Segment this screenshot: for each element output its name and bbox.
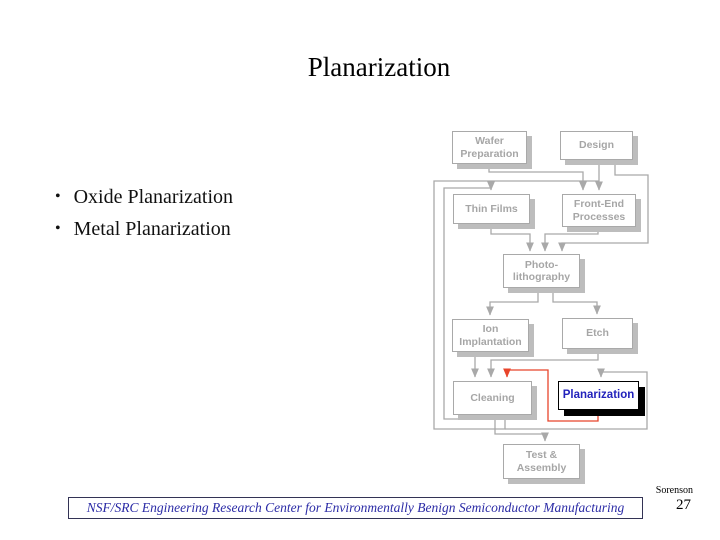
connector-loop-cleaning-to-thinfilms — [443, 181, 495, 420]
connector-design-to-photolithography — [558, 158, 649, 252]
bullet-list: • Oxide Planarization • Metal Planarizat… — [55, 186, 233, 250]
connector-waferprep-to-frontend — [488, 162, 587, 191]
flow-box-wafer-preparation: Wafer Preparation — [452, 131, 527, 164]
author-name: Sorenson — [655, 485, 693, 496]
footer-banner: NSF/SRC Engineering Research Center for … — [68, 497, 643, 519]
bullet-item: • Metal Planarization — [55, 218, 233, 250]
slide-title: Planarization — [307, 52, 451, 82]
slide-credit: Sorenson 27 — [656, 485, 693, 514]
flow-box-etch: Etch — [562, 318, 633, 349]
connector-loop-right-to-planarization — [505, 368, 648, 430]
flow-box-cleaning: Cleaning — [453, 381, 532, 415]
connector-etch-to-cleaning — [487, 347, 599, 378]
bullet-text-metal: Metal Planarization — [73, 218, 231, 240]
connector-photolithography-to-ionimplantation — [486, 286, 539, 316]
bullet-marker: • — [55, 188, 61, 205]
bullet-marker: • — [55, 220, 61, 237]
bullet-text-oxide: Oxide Planarization — [73, 186, 234, 208]
flow-box-thin-films: Thin Films — [453, 194, 530, 224]
page-number: 27 — [676, 497, 691, 513]
connector-photolithography-to-etch — [552, 286, 601, 315]
flow-box-planarization: Planarization — [558, 381, 639, 410]
connector-cleaning-to-testassembly — [494, 413, 549, 442]
bullet-item: • Oxide Planarization — [55, 186, 233, 218]
connector-thinfilms-to-photolithography — [490, 222, 534, 252]
footer-text: NSF/SRC Engineering Research Center for … — [86, 500, 625, 515]
flow-box-design: Design — [560, 131, 633, 160]
connector-loop-left-to-frontend — [433, 180, 599, 430]
flow-box-test-assembly: Test & Assembly — [503, 444, 580, 479]
flow-box-photolithography: Photo- lithography — [503, 254, 580, 288]
connector-frontend-to-photolithography — [541, 225, 599, 252]
flow-box-ion-implantation: Ion Implantation — [452, 319, 529, 352]
connector-planarization-to-cleaning-highlight — [503, 368, 599, 422]
flow-box-front-end-processes: Front-End Processes — [562, 194, 636, 227]
